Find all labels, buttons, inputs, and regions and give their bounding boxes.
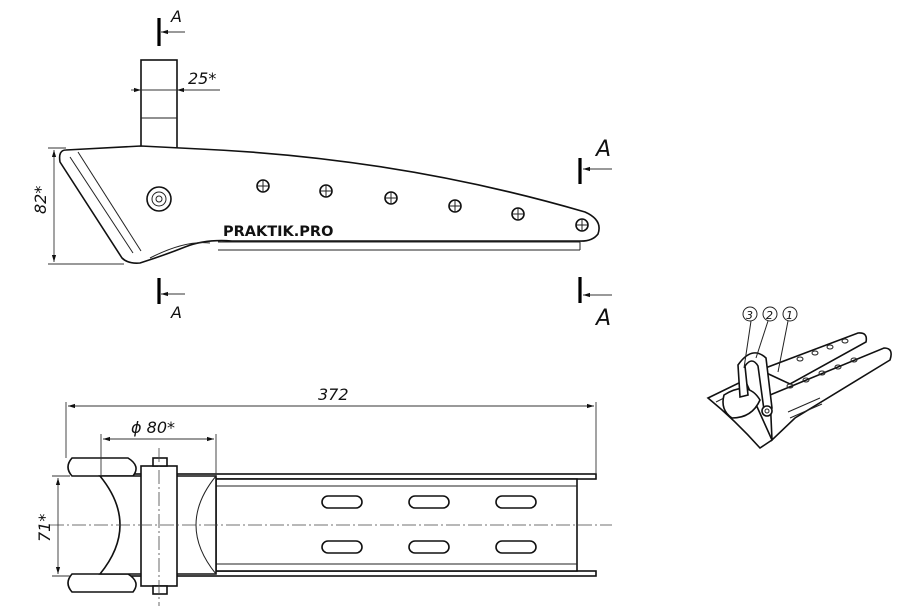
iso-u-bracket: [737, 352, 773, 411]
section-mark-bottom-left: A: [157, 278, 185, 322]
pivot-pin: [146, 186, 172, 212]
iso-holes: [786, 338, 858, 389]
mounting-holes: [256, 179, 589, 232]
hole: [448, 199, 462, 213]
callout-3: 3: [742, 306, 758, 369]
slot: [495, 495, 537, 509]
slot: [321, 495, 363, 509]
svg-text:3: 3: [746, 309, 753, 322]
hole: [384, 191, 398, 205]
callout-2: 2: [755, 306, 778, 359]
dimension-length-372: 372: [318, 385, 349, 404]
isometric-view: 3 2 1: [706, 306, 892, 450]
dimension-diameter-80: ϕ 80*: [131, 418, 175, 437]
svg-text:A: A: [170, 303, 182, 322]
dimension-height-82: 82*: [31, 186, 50, 214]
svg-text:A: A: [594, 137, 611, 162]
hole: [256, 179, 270, 193]
slots: [321, 495, 537, 554]
svg-text:A: A: [594, 306, 611, 331]
svg-text:1: 1: [786, 309, 793, 322]
slot: [495, 540, 537, 554]
slot: [321, 540, 363, 554]
slot: [408, 495, 450, 509]
hole: [575, 218, 589, 232]
section-mark-top-left: A: [157, 7, 185, 46]
svg-text:A: A: [170, 7, 182, 26]
side-view: PRAKTIK.PRO 25* 82* A A A: [31, 7, 612, 331]
top-view: 372 ϕ 80* 71*: [35, 385, 612, 606]
slot: [408, 540, 450, 554]
svg-text:2: 2: [766, 309, 773, 322]
section-mark-top-right: A: [578, 137, 612, 184]
hole: [319, 184, 333, 198]
watermark-text: PRAKTIK.PRO: [223, 224, 333, 240]
hole: [511, 207, 525, 221]
callout-1: 1: [777, 306, 798, 373]
dimension-width-25: 25*: [188, 69, 216, 88]
section-mark-bottom-right: A: [578, 277, 612, 331]
dimension-width-71: 71*: [35, 514, 54, 542]
main-arm: [58, 145, 600, 264]
